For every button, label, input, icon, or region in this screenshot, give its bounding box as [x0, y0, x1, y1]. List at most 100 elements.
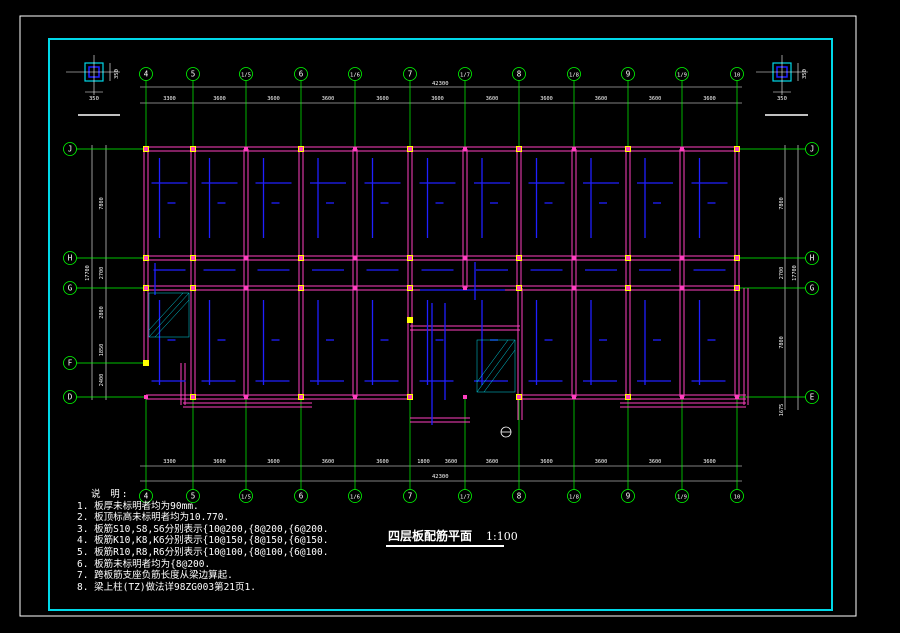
svg-text:J: J — [68, 145, 73, 154]
svg-text:1/6: 1/6 — [350, 73, 360, 79]
svg-text:5: 5 — [191, 492, 196, 501]
axis-bubble-top-11: 10 — [730, 67, 744, 81]
axis-bubble-bottom-4: 1/6 — [348, 489, 362, 503]
svg-text:G: G — [810, 284, 815, 293]
axis-bubble-top-4: 1/6 — [348, 67, 362, 81]
dim-top-7: 3600 — [540, 96, 553, 102]
svg-text:8: 8 — [517, 70, 522, 79]
svg-text:1/9: 1/9 — [677, 73, 687, 79]
axis-bubble-top-2: 1/5 — [239, 67, 253, 81]
axis-bubble-top-5: 7 — [403, 67, 417, 81]
column-detail-left: 350 350 — [66, 55, 120, 116]
axis-bubble-top-6: 1/7 — [458, 67, 472, 81]
dim-bottom-3: 3600 — [322, 459, 335, 465]
note-4: 4. 板筋K10,K8,K6分别表示{10@150,{8@150,{6@150. — [77, 535, 329, 547]
axis-bubble-top-8: 1/8 — [567, 67, 581, 81]
dim-left-3: 1850 — [99, 344, 105, 357]
svg-text:H: H — [810, 254, 815, 263]
column — [407, 317, 413, 323]
svg-text:D: D — [68, 393, 73, 402]
svg-text:6: 6 — [299, 492, 304, 501]
dim-left-0: 7800 — [99, 197, 105, 210]
dim-left-2: 2800 — [99, 306, 105, 319]
axis-bubbles: 4 5 1/5 6 1/6 7 1/7 8 1/8 9 1/9 10 4 5 1/5 6 1/6 7 1/7 8 1/8… — [63, 67, 819, 503]
axis-bubble-top-3: 6 — [294, 67, 308, 81]
slab-rebar — [151, 158, 728, 425]
axis-bubble-bottom-3: 6 — [294, 489, 308, 503]
dim-top-10: 3600 — [703, 96, 716, 102]
outer-sheet-border — [19, 15, 857, 617]
axis-bubble-right-J: J — [805, 142, 819, 156]
dim-left-4: 2400 — [99, 374, 105, 387]
note-3: 3. 板筋S10,S8,S6分别表示{10@200,{8@200,{6@200. — [77, 523, 329, 535]
svg-text:8: 8 — [517, 492, 522, 501]
dim-top-2: 3600 — [267, 96, 280, 102]
svg-text:5: 5 — [191, 70, 196, 79]
total-dimension-bottom: 42300 — [432, 474, 449, 480]
dim-right-total: 17700 — [792, 265, 798, 281]
dim-left-total: 17700 — [85, 265, 91, 281]
column-detail-right: 350 350 — [756, 55, 808, 116]
dim-left-1: 2700 — [99, 267, 105, 280]
column-detail-dim-horizontal: 350 — [89, 96, 99, 102]
svg-text:4: 4 — [144, 70, 149, 79]
title-underline — [386, 545, 504, 547]
dim-top-8: 3600 — [595, 96, 608, 102]
axis-bubble-left-D: D — [63, 390, 77, 404]
svg-text:H: H — [68, 254, 73, 263]
axis-grid — [75, 80, 808, 490]
svg-text:350: 350 — [777, 96, 787, 102]
axis-bubble-bottom-5: 7 — [403, 489, 417, 503]
svg-text:1/8: 1/8 — [569, 73, 579, 79]
svg-text:1/7: 1/7 — [460, 495, 470, 501]
axis-bubble-bottom-0: 4 — [139, 489, 153, 503]
dim-bottom-7: 3600 — [486, 459, 499, 465]
dim-bottom-11: 3600 — [703, 459, 716, 465]
svg-text:9: 9 — [626, 492, 631, 501]
svg-text:10: 10 — [734, 495, 741, 501]
dim-bottom-1: 3600 — [213, 459, 226, 465]
dim-right-0: 7800 — [779, 197, 785, 210]
svg-text:F: F — [68, 359, 73, 368]
dimension-lines — [91, 86, 799, 482]
drawing-frame — [48, 38, 833, 611]
column-detail-dim-vertical: 350 — [114, 69, 120, 79]
axis-bubble-left-F: F — [63, 356, 77, 370]
axis-bubble-top-7: 8 — [512, 67, 526, 81]
svg-text:1/5: 1/5 — [241, 495, 251, 501]
svg-text:1/9: 1/9 — [677, 495, 687, 501]
svg-text:J: J — [810, 145, 815, 154]
axis-bubble-bottom-11: 10 — [730, 489, 744, 503]
axis-bubble-bottom-10: 1/9 — [675, 489, 689, 503]
axis-bubble-bottom-8: 1/8 — [567, 489, 581, 503]
column — [143, 360, 149, 366]
dim-bottom-5: 1800 — [417, 459, 430, 465]
dim-bottom-10: 3600 — [649, 459, 662, 465]
note-2: 2. 板顶标高未标明者均为10.770. — [77, 512, 230, 524]
dim-bottom-4: 3600 — [376, 459, 389, 465]
dim-bottom-2: 3600 — [267, 459, 280, 465]
axis-bubble-left-G: G — [63, 281, 77, 295]
dim-top-9: 3600 — [649, 96, 662, 102]
axis-bubble-bottom-2: 1/5 — [239, 489, 253, 503]
svg-text:1/5: 1/5 — [241, 73, 251, 79]
svg-text:9: 9 — [626, 70, 631, 79]
svg-text:10: 10 — [734, 73, 741, 79]
dim-right-extra: 1675 — [779, 404, 785, 417]
dim-bottom-9: 3600 — [595, 459, 608, 465]
axis-bubble-bottom-7: 8 — [512, 489, 526, 503]
note-1: 1. 板厚未标明者均为90mm. — [77, 500, 199, 512]
axis-bubble-bottom-6: 1/7 — [458, 489, 472, 503]
note-6: 6. 板筋未标明者均为{8@200. — [77, 558, 211, 570]
axis-bubble-top-0: 4 — [139, 67, 153, 81]
drawing-title-text: 四层板配筋平面 — [388, 529, 473, 543]
axis-bubble-top-10: 1/9 — [675, 67, 689, 81]
svg-text:1/7: 1/7 — [460, 73, 470, 79]
dim-bottom-6: 3600 — [445, 459, 458, 465]
note-8: 8. 梁上柱(TZ)做法详98ZG003第21页1. — [77, 581, 256, 593]
dim-bottom-8: 3600 — [540, 459, 553, 465]
drawing-scale: 1:100 — [486, 530, 518, 543]
svg-text:G: G — [68, 284, 73, 293]
